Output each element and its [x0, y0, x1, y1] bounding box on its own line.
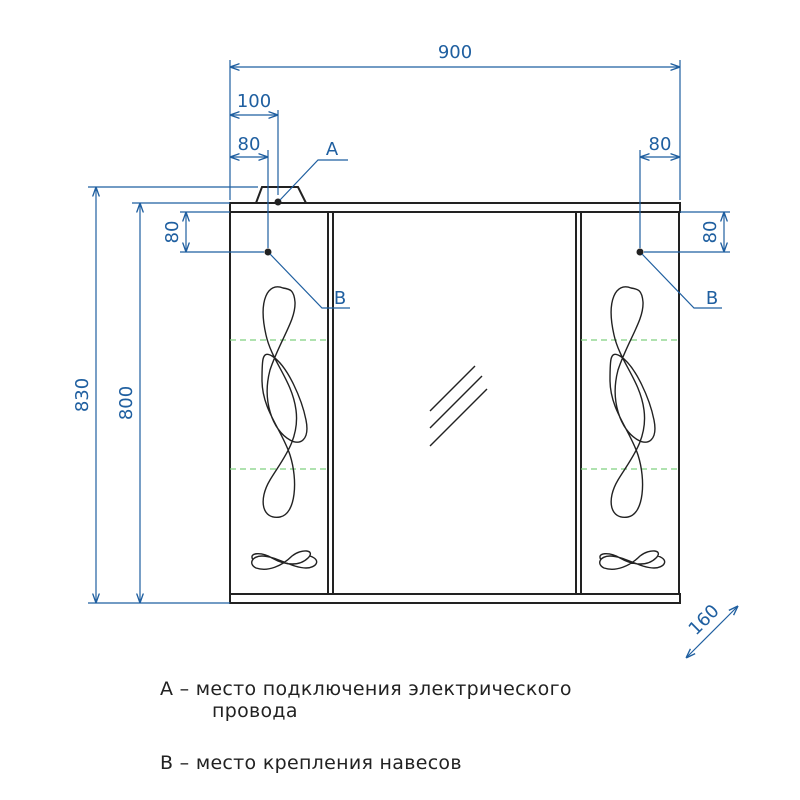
dim-offset-left-label: 80: [238, 134, 261, 155]
point-b-left-dot: [264, 248, 272, 256]
marker-b-right-label: B: [706, 288, 718, 309]
dim-offset-right: 80: [639, 134, 680, 248]
dim-offset-right-label: 80: [649, 134, 672, 155]
top-panel: [229, 202, 681, 213]
dim-vertical-right: 80: [644, 211, 730, 253]
dim-body-height: 800: [116, 202, 230, 603]
legend-b: B – место крепления навесов: [160, 752, 462, 774]
left-door: [229, 211, 329, 595]
dim-total-height-label: 830: [72, 378, 93, 412]
dim-depth-label: 160: [685, 601, 724, 640]
bottom-panel: [229, 593, 681, 604]
dim-total-width-label: 900: [438, 42, 472, 63]
leader-b-left: B: [269, 253, 350, 309]
point-a-dot: [274, 198, 282, 206]
dim-offset-a-label: 100: [237, 91, 271, 112]
legend-a-line1: A – место подключения электрического: [160, 678, 572, 700]
dim-offset-left: 80: [230, 134, 269, 248]
shelf-hidden-lines: [230, 339, 679, 470]
dim-total-width: 900: [229, 42, 681, 200]
dim-total-height: 830: [72, 186, 258, 604]
leader-a: A: [279, 139, 348, 201]
dim-body-height-label: 800: [116, 386, 137, 420]
right-door: [580, 211, 680, 595]
cabinet-body: [229, 186, 681, 604]
dim-vertical-left: 80: [162, 211, 264, 253]
legend-a: A – место подключения электрического про…: [160, 678, 572, 722]
door-ornament-left: [251, 286, 318, 570]
dim-vertical-left-label: 80: [162, 221, 183, 244]
marker-a-label: A: [326, 139, 339, 160]
dim-vertical-right-label: 80: [700, 221, 721, 244]
dim-depth: 160: [685, 601, 738, 658]
legend-a-line2: провода: [212, 700, 298, 722]
point-b-right-dot: [636, 248, 644, 256]
mirror-glare-icon: [429, 365, 488, 447]
lamp: [254, 186, 308, 204]
dim-offset-a: 100: [230, 91, 279, 195]
legend-b-line: B – место крепления навесов: [160, 752, 462, 774]
leader-b-right: B: [641, 253, 722, 309]
door-ornament-right: [599, 286, 666, 570]
marker-b-left-label: B: [334, 288, 346, 309]
